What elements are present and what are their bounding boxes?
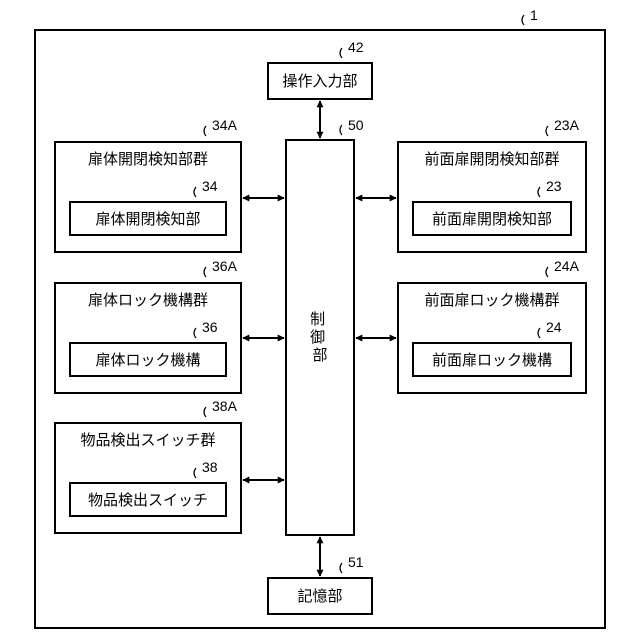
- leader-line-device: [522, 15, 524, 25]
- unit-label: 物品検出スイッチ: [88, 491, 208, 509]
- device-ref: 1: [530, 7, 538, 23]
- unit-ref: 24: [546, 319, 562, 335]
- group-label: 物品検出スイッチ群: [80, 431, 215, 449]
- storage-ref: 51: [348, 554, 364, 570]
- group-label: 扉体開閉検知部群: [88, 150, 208, 168]
- operation-input-label: 操作入力部: [282, 72, 357, 90]
- unit-label: 前面扉開閉検知部: [432, 210, 552, 228]
- unit-ref: 34: [202, 178, 218, 194]
- controller-block: 制 御 部 50: [286, 117, 364, 535]
- group-label: 扉体ロック機構群: [88, 291, 208, 309]
- controller-ref: 50: [348, 117, 364, 133]
- group-ref: 34A: [212, 117, 238, 133]
- group-ref: 38A: [212, 398, 238, 414]
- controller-label: 制 御 部: [310, 310, 330, 364]
- storage-label: 記憶部: [297, 587, 342, 605]
- unit-ref: 23: [546, 178, 562, 194]
- group-label: 前面扉開閉検知部群: [424, 150, 559, 168]
- operation-input-ref: 42: [348, 39, 364, 55]
- unit-label: 扉体開閉検知部: [95, 210, 200, 228]
- group-ref: 36A: [212, 258, 238, 274]
- unit-ref: 38: [202, 459, 218, 475]
- unit-ref: 36: [202, 319, 218, 335]
- group-label: 前面扉ロック機構群: [424, 291, 559, 309]
- group-ref: 24A: [554, 258, 580, 274]
- unit-label: 前面扉ロック機構: [432, 351, 552, 369]
- unit-label: 扉体ロック機構: [95, 351, 200, 369]
- group-ref: 23A: [554, 117, 580, 133]
